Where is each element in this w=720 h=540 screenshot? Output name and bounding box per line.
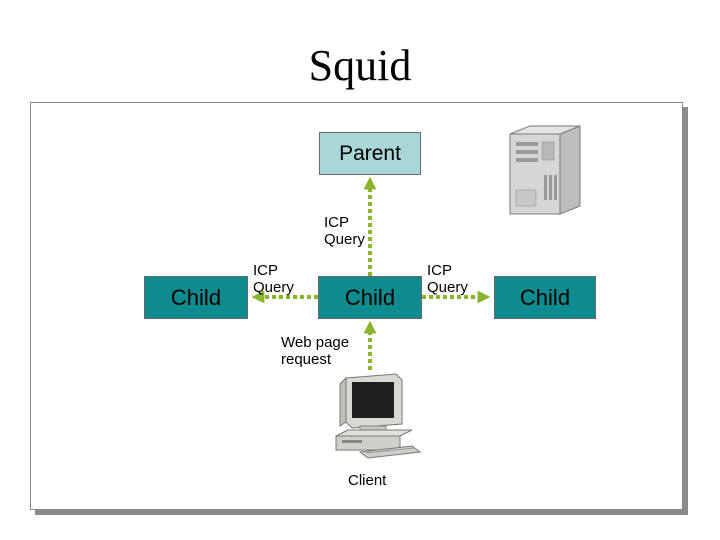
parent-node: Parent [319, 132, 421, 175]
child-right-label: Child [519, 284, 571, 310]
desktop-computer-icon [335, 373, 422, 459]
slide-title: Squid [308, 41, 412, 90]
child-node-center: Child [318, 276, 422, 319]
client-label: Client [348, 472, 387, 489]
web-request-label: Web page request [281, 334, 350, 368]
child-node-left: Child [144, 276, 248, 319]
child-center-label: Child [344, 284, 396, 310]
child-left-label: Child [170, 284, 222, 310]
icp-query-label-top: ICP Query [324, 214, 365, 248]
parent-label: Parent [339, 141, 401, 165]
server-tower-icon [509, 125, 581, 215]
icp-query-label-right: ICP Query [427, 262, 468, 296]
child-node-right: Child [494, 276, 596, 319]
icp-query-label-left: ICP Query [253, 262, 294, 296]
